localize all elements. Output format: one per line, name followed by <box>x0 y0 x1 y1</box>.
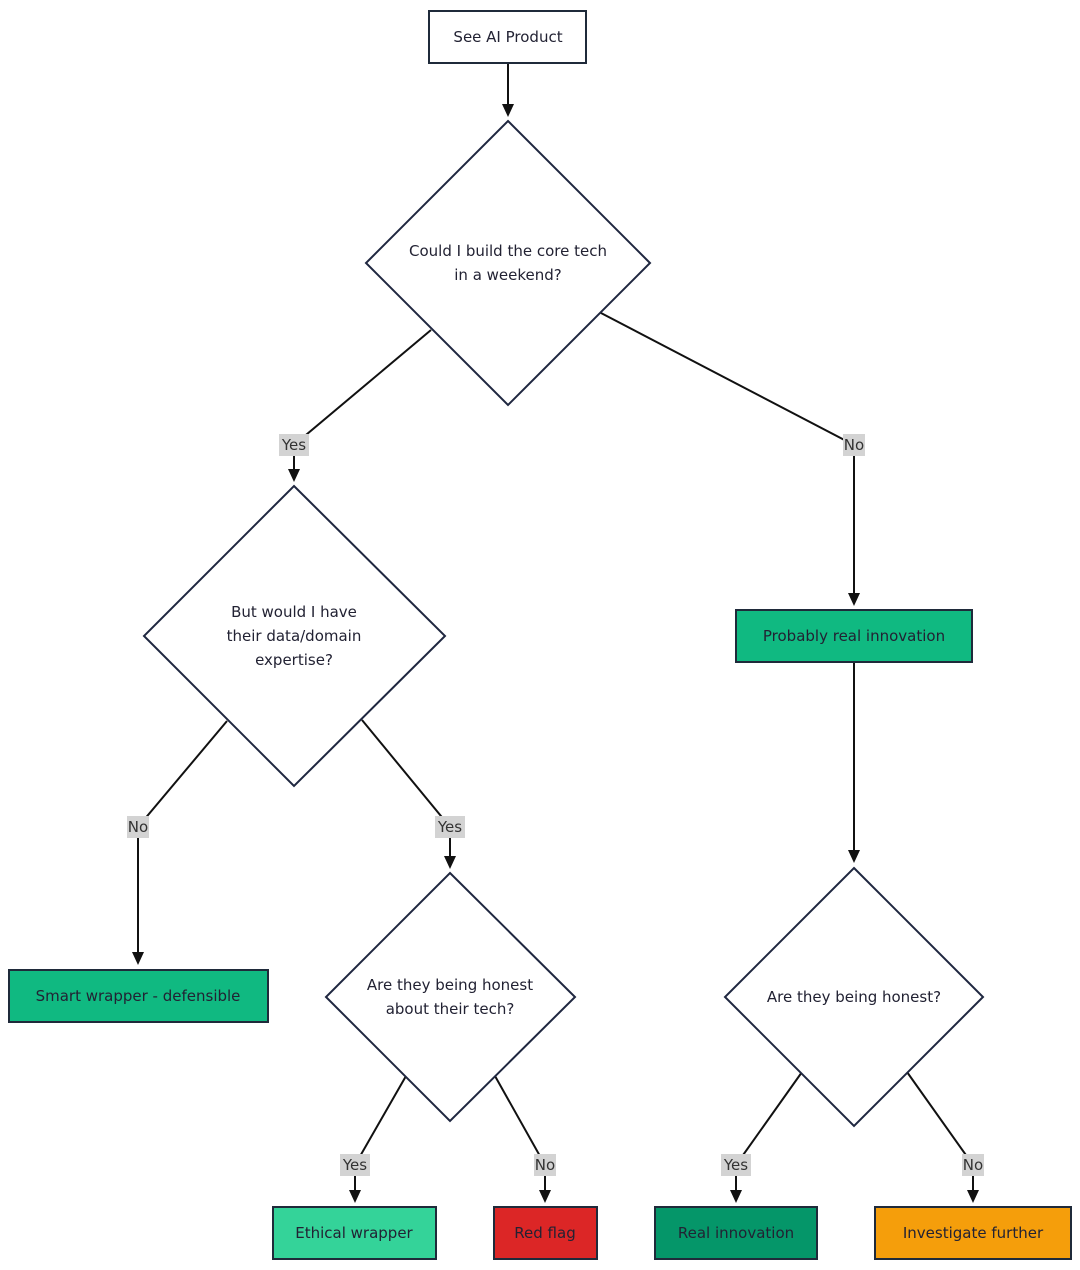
decision-q3-line-2: about their tech? <box>386 1000 515 1018</box>
edge-labels: Yes No No Yes Yes No Yes No <box>127 434 984 1176</box>
real-innovation-label: Real innovation <box>678 1224 794 1242</box>
arrowhead <box>502 104 514 117</box>
investigate-box <box>874 1206 1072 1260</box>
arrowhead <box>288 469 300 482</box>
start-box <box>428 10 587 64</box>
decision-q3: Are they being honest about their tech? <box>324 871 577 1123</box>
decision-q2-line-2: their data/domain <box>227 627 362 645</box>
ethical-wrapper-node: Ethical wrapper <box>272 1206 437 1260</box>
arrowhead <box>539 1190 551 1203</box>
edge-label-q4-yes: Yes <box>721 1154 751 1176</box>
arrowhead <box>349 1190 361 1203</box>
arrowhead <box>132 952 144 965</box>
edge-label-text: Yes <box>342 1156 367 1174</box>
nodes: See AI Product Could I build the core te… <box>8 10 1072 1260</box>
edge-label-q1-no: No <box>843 434 865 456</box>
decision-diamond <box>142 484 447 788</box>
probably-real-node: Probably real innovation <box>735 609 973 663</box>
edge-q2-yes <box>361 719 451 859</box>
decision-q2-line-1: But would I have <box>231 603 357 621</box>
decision-q1: Could I build the core tech in a weekend… <box>364 119 652 407</box>
arrowhead <box>730 1190 742 1203</box>
edge-label-q3-no: No <box>534 1154 556 1176</box>
arrowhead <box>848 850 860 863</box>
edge-label-text: No <box>963 1156 983 1174</box>
investigate-node: Investigate further <box>874 1206 1072 1260</box>
edge-label-q1-yes: Yes <box>279 434 309 456</box>
red-flag-label: Red flag <box>514 1224 575 1242</box>
decision-diamond <box>364 119 652 407</box>
edge-label-q4-no: No <box>962 1154 984 1176</box>
edge-label-text: Yes <box>437 818 462 836</box>
decision-diamond <box>324 871 577 1123</box>
edge-label-q3-yes: Yes <box>340 1154 370 1176</box>
red-flag-node: Red flag <box>493 1206 598 1260</box>
smart-wrapper-node: Smart wrapper - defensible <box>8 969 269 1023</box>
investigate-label: Investigate further <box>903 1224 1044 1242</box>
decision-q3-line-1: Are they being honest <box>367 976 533 994</box>
edge-label-text: Yes <box>281 436 306 454</box>
edge-q1-yes <box>293 329 432 472</box>
decision-diamond <box>723 866 985 1128</box>
edge-q1-no <box>600 312 855 596</box>
decision-q2-line-3: expertise? <box>255 651 333 669</box>
smart-wrapper-box <box>8 969 269 1023</box>
arrowhead <box>967 1190 979 1203</box>
red-flag-box <box>493 1206 598 1260</box>
edge-label-q2-no: No <box>127 816 149 838</box>
decision-q4-line-1: Are they being honest? <box>767 988 941 1006</box>
ethical-wrapper-label: Ethical wrapper <box>295 1224 413 1242</box>
edge-label-q2-yes: Yes <box>435 816 465 838</box>
probably-real-label: Probably real innovation <box>763 627 945 645</box>
arrowhead <box>444 856 456 869</box>
ethical-wrapper-box <box>272 1206 437 1260</box>
start-node: See AI Product <box>428 10 587 64</box>
edge-label-text: No <box>128 818 148 836</box>
edge-q2-no <box>137 720 228 955</box>
real-innovation-node: Real innovation <box>654 1206 818 1260</box>
real-innovation-box <box>654 1206 818 1260</box>
edge-label-text: No <box>535 1156 555 1174</box>
start-label: See AI Product <box>453 28 562 46</box>
edge-label-text: No <box>844 436 864 454</box>
smart-wrapper-label: Smart wrapper - defensible <box>36 987 241 1005</box>
probably-real-box <box>735 609 973 663</box>
arrowhead <box>848 593 860 606</box>
decision-q4: Are they being honest? <box>723 866 985 1128</box>
decision-q1-line-2: in a weekend? <box>454 266 562 284</box>
decision-q1-line-1: Could I build the core tech <box>409 242 607 260</box>
edge-label-text: Yes <box>723 1156 748 1174</box>
decision-q2: But would I have their data/domain exper… <box>142 484 447 788</box>
